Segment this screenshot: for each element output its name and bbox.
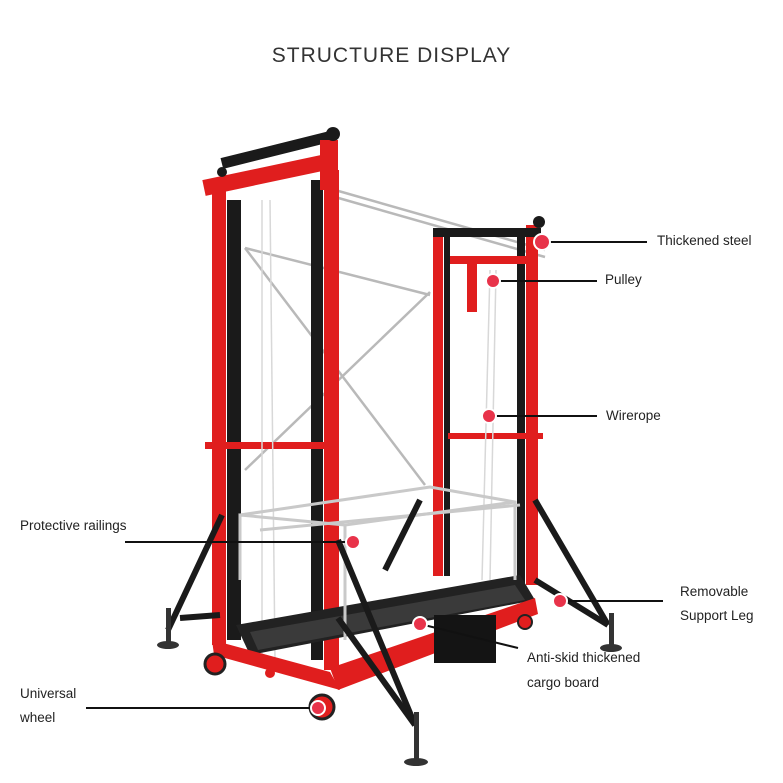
label-cargo-board-line2: cargo board xyxy=(527,675,600,690)
label-removable-line2: Support Leg xyxy=(680,608,754,623)
leg-feet xyxy=(157,608,622,766)
label-cargo-board-line1: Anti-skid thickened xyxy=(527,650,641,665)
marker-protective-railings xyxy=(345,534,361,550)
support-legs xyxy=(165,498,611,727)
back-frame xyxy=(433,216,545,587)
front-frame xyxy=(202,127,340,670)
callout-lines xyxy=(86,241,663,709)
marker-removable-support-leg xyxy=(552,593,568,609)
marker-cargo-board xyxy=(412,616,428,632)
page-title: STRUCTURE DISPLAY xyxy=(271,44,512,67)
railings xyxy=(238,485,521,640)
label-removable-line1: Removable xyxy=(680,584,749,599)
wire-ropes xyxy=(261,199,497,661)
label-thickened-steel: Thickened steel xyxy=(657,233,752,248)
marker-wirerope xyxy=(481,408,497,424)
label-wirerope: Wirerope xyxy=(606,408,661,423)
label-pulley: Pulley xyxy=(605,272,642,287)
label-universal-line2: wheel xyxy=(20,710,56,725)
marker-universal-wheel xyxy=(310,700,326,716)
label-universal-line1: Universal xyxy=(20,686,77,701)
wheels xyxy=(203,614,533,721)
label-protective-railings: Protective railings xyxy=(20,518,127,533)
marker-thickened-steel xyxy=(533,233,551,251)
marker-pulley xyxy=(485,273,501,289)
cargo-platform xyxy=(212,575,538,690)
